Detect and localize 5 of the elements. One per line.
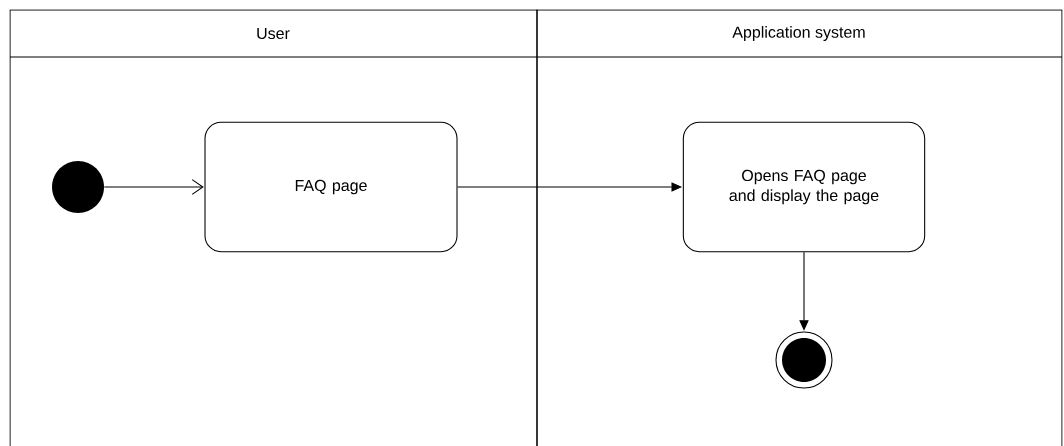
start-node [52,161,104,213]
activity-box: FAQ page [204,121,458,253]
end-node [775,331,833,389]
activity-box: Opens FAQ page and display the page [682,121,926,253]
arrow [103,179,204,195]
